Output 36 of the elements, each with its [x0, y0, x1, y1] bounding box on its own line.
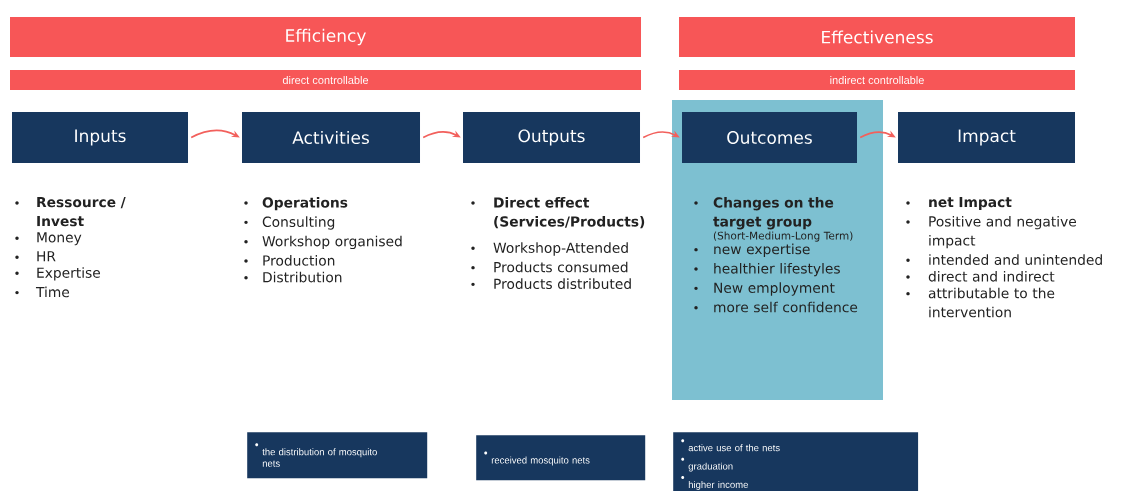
subheading-banner: direct controllable: [10, 70, 641, 90]
list-item: Production: [263, 255, 335, 266]
list-item: Products consumed: [494, 261, 628, 273]
list-item: New employment: [714, 282, 835, 296]
list-item: Time: [35, 286, 70, 298]
subheading-banner: indirect controllable: [679, 70, 1075, 90]
list-item: Direct effect (Services/Products): [494, 197, 645, 229]
note-box: the distribution of mosquito nets: [247, 432, 428, 479]
list-item: Changes on the target group: [713, 197, 834, 230]
list-item: HR: [37, 251, 56, 262]
list-item: direct and indirect: [928, 270, 1055, 282]
list-item: new expertise: [714, 243, 810, 257]
heading-banner: Efficiency: [10, 17, 641, 57]
list-item: intended and unintended: [929, 254, 1102, 265]
stage-box: Outputs: [463, 112, 640, 163]
list-item: healthier lifestyles: [714, 263, 840, 277]
note-box: received mosquito nets: [476, 435, 646, 481]
list-item: Expertise: [37, 267, 100, 281]
heading-banner: Effectiveness: [679, 17, 1075, 57]
stage-box: Impact: [898, 112, 1075, 163]
list-item: Distribution: [263, 271, 342, 283]
list-item: Money: [37, 232, 82, 246]
list-item: Workshop organised: [262, 235, 402, 250]
stage-box: Activities: [242, 112, 420, 163]
list-item: (Short-Medium-Long Term): [713, 231, 853, 242]
list-item: more self confidence: [714, 301, 858, 313]
list-item: Consulting: [262, 216, 335, 230]
list-item: Products distributed: [494, 278, 631, 289]
note-box: active use of the nets graduation higher income: [673, 432, 919, 491]
stage-box: Inputs: [12, 112, 188, 163]
list-item: Workshop-Attended: [493, 242, 628, 256]
list-item: Operations: [262, 197, 348, 211]
list-item: net Impact: [929, 197, 1012, 210]
list-item: Ressource / Invest: [37, 197, 126, 227]
stage-box: Outcomes: [682, 112, 857, 163]
list-item: attributable to the intervention: [928, 287, 1055, 318]
